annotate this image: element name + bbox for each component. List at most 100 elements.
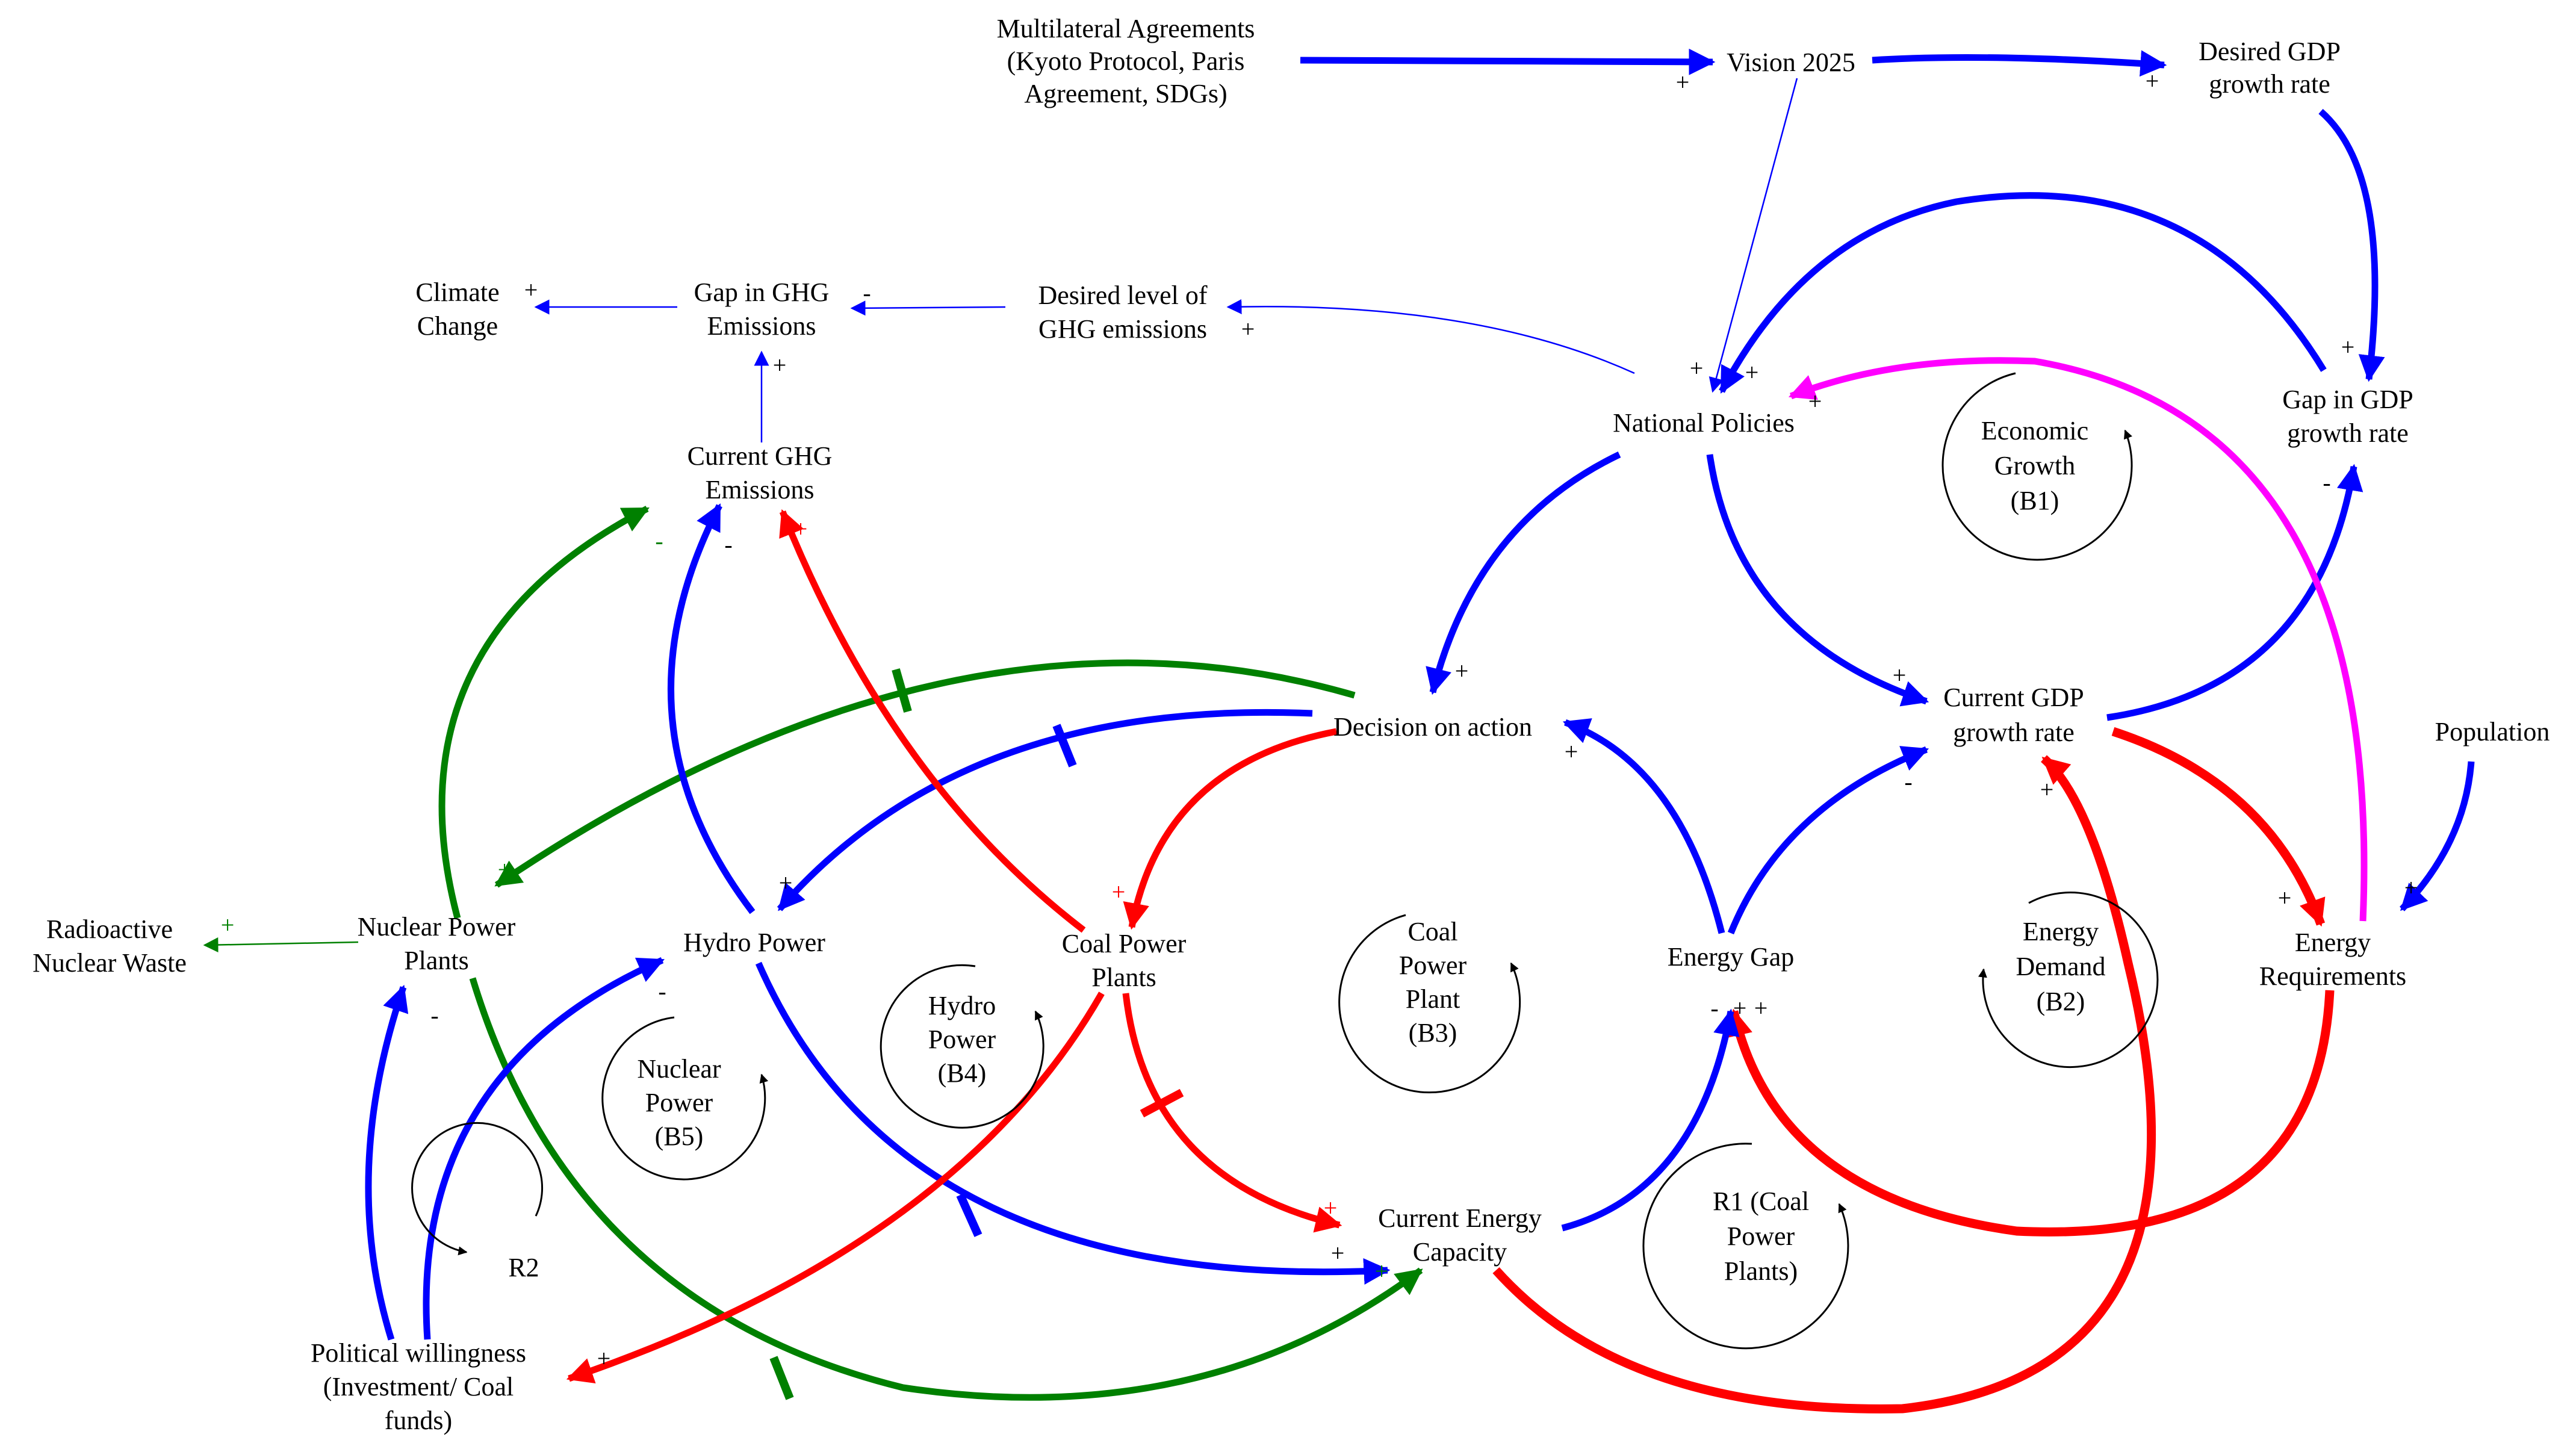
sign-radioactive-in: +	[221, 911, 235, 939]
sign-energy-gap-in-capacity: -	[1710, 995, 1718, 1022]
edge-coal-to-political	[566, 991, 1105, 1384]
edge-political-to-hydro	[423, 957, 665, 1340]
loop-r2-arc	[411, 1122, 544, 1256]
node-population: Population	[2435, 717, 2550, 746]
loop-b5-arc	[601, 1016, 769, 1181]
delay-mark-hydro-capacity	[956, 1193, 982, 1237]
edge-energy-gap-to-current-gdp	[1727, 746, 1929, 935]
edge-vision-to-national-policies	[1709, 78, 1798, 393]
edge-nuclear-to-radioactive	[203, 937, 359, 953]
edge-current-gdp-to-energy-req	[2111, 727, 2326, 927]
loop-markers	[411, 372, 2159, 1350]
edge-decision-to-coal	[1123, 728, 1338, 930]
sign-desired-ghg-in: +	[1241, 315, 1255, 343]
edge-energy-req-to-energy-gap	[1725, 990, 2335, 1237]
edge-coal-to-current-ghg	[779, 509, 1086, 933]
sign-hydro-in-decision: +	[779, 869, 793, 896]
sign-decision-in-policies: +	[1455, 657, 1469, 684]
edge-hydro-to-current-ghg	[667, 503, 756, 914]
delay-marks	[769, 668, 1184, 1400]
sign-gap-gdp-in-desired: +	[2341, 334, 2355, 361]
nodes: Multilateral Agreements(Kyoto Protocol, …	[33, 14, 2550, 1435]
sign-ghg-from-hydro: -	[724, 531, 732, 558]
sign-climate-in: +	[524, 276, 538, 303]
sign-coal-in-decision: +	[1112, 878, 1126, 905]
sign-energy-req-in-gdp: +	[2278, 884, 2292, 911]
edge-decision-to-hydro	[777, 709, 1313, 911]
sign-energy-gap-in-req-a: +	[1733, 995, 1747, 1022]
sign-gap-gdp-in-current: -	[2323, 469, 2330, 496]
loop-b2-arc	[1978, 892, 2159, 1069]
edge-population-to-energy-req	[2400, 761, 2475, 911]
edge-desired-gdp-to-gap-gdp	[2318, 108, 2385, 382]
sign-vision-in: +	[1676, 69, 1690, 96]
sign-current-gdp-in-capacity: +	[2040, 776, 2054, 803]
loop-b4-arc	[880, 964, 1044, 1129]
node-hydro-power: Hydro Power	[683, 928, 825, 957]
edge-current-capacity-to-energy-gap	[1561, 1008, 1740, 1232]
edge-energy-gap-to-decision	[1562, 718, 1725, 934]
sign-gap-ghg-in-desired: -	[863, 279, 871, 306]
sign-ghg-from-coal: +	[794, 515, 808, 542]
sign-capacity-in-coal: +	[1324, 1194, 1338, 1221]
sign-political-in-coal: +	[597, 1345, 611, 1372]
edge-decision-to-nuclear	[494, 659, 1356, 888]
delay-mark-decision-hydro	[1052, 724, 1077, 768]
delay-mark-decision-nuclear	[892, 668, 912, 713]
loop-r1-arc	[1642, 1143, 1849, 1350]
sign-capacity-in-hydro: +	[1331, 1240, 1345, 1267]
sign-national-policies-in-energy-req: +	[1808, 388, 1822, 415]
edge-national-policies-to-decision	[1426, 452, 1621, 695]
node-energy-gap: Energy Gap	[1668, 942, 1795, 972]
loop-b1-arc	[1941, 372, 2133, 561]
sign-decision-in-energy-gap: +	[1565, 738, 1578, 765]
edge-current-capacity-to-current-gdp	[1492, 755, 2156, 1414]
edge-hydro-to-current-capacity	[755, 961, 1391, 1285]
edge-multilateral-to-vision	[1300, 48, 1716, 75]
edge-desired-ghg-to-gap-ghg	[850, 300, 1006, 316]
edge-vision-to-desired-gdp	[1872, 50, 2167, 77]
edge-gap-gdp-to-national-policies	[1719, 192, 2327, 394]
edge-national-policies-to-current-gdp	[1706, 454, 1929, 707]
edge-energy-req-to-national-policies	[1788, 357, 2368, 922]
node-decision-on-action: Decision on action	[1333, 712, 1532, 742]
sign-ghg-from-nuclear: -	[655, 527, 663, 554]
sign-current-gdp-in-policies: +	[1893, 662, 1907, 689]
edge-nuclear-to-current-capacity	[469, 977, 1423, 1401]
sign-gap-ghg-in-current: +	[773, 352, 787, 379]
polarity-signs: + + + - + + + + + + - + + + - + + + - + …	[221, 67, 2418, 1372]
sign-desired-gdp-in: +	[2146, 67, 2159, 95]
edge-current-gdp-to-gap-gdp	[2106, 464, 2363, 721]
sign-energy-req-in-population: +	[2404, 874, 2418, 901]
sign-nuclear-from-political: -	[430, 1002, 438, 1029]
loop-label-r2: R2	[508, 1253, 539, 1282]
delay-mark-coal-capacity	[1140, 1088, 1184, 1118]
sign-national-policies-in-vision: +	[1690, 355, 1704, 382]
node-national-policies: National Policies	[1613, 408, 1795, 438]
sign-national-policies-in-gap-gdp: +	[1745, 359, 1759, 386]
sign-current-gdp-in-energy-gap: -	[1904, 768, 1912, 795]
sign-capacity-in-nuclear: +	[1375, 1258, 1389, 1285]
loop-b3-arc	[1338, 914, 1521, 1094]
edge-nuclear-to-current-ghg	[438, 506, 650, 919]
edge-national-policies-to-desired-ghg	[1226, 299, 1635, 374]
sign-nuclear-in-decision: +	[498, 856, 512, 883]
